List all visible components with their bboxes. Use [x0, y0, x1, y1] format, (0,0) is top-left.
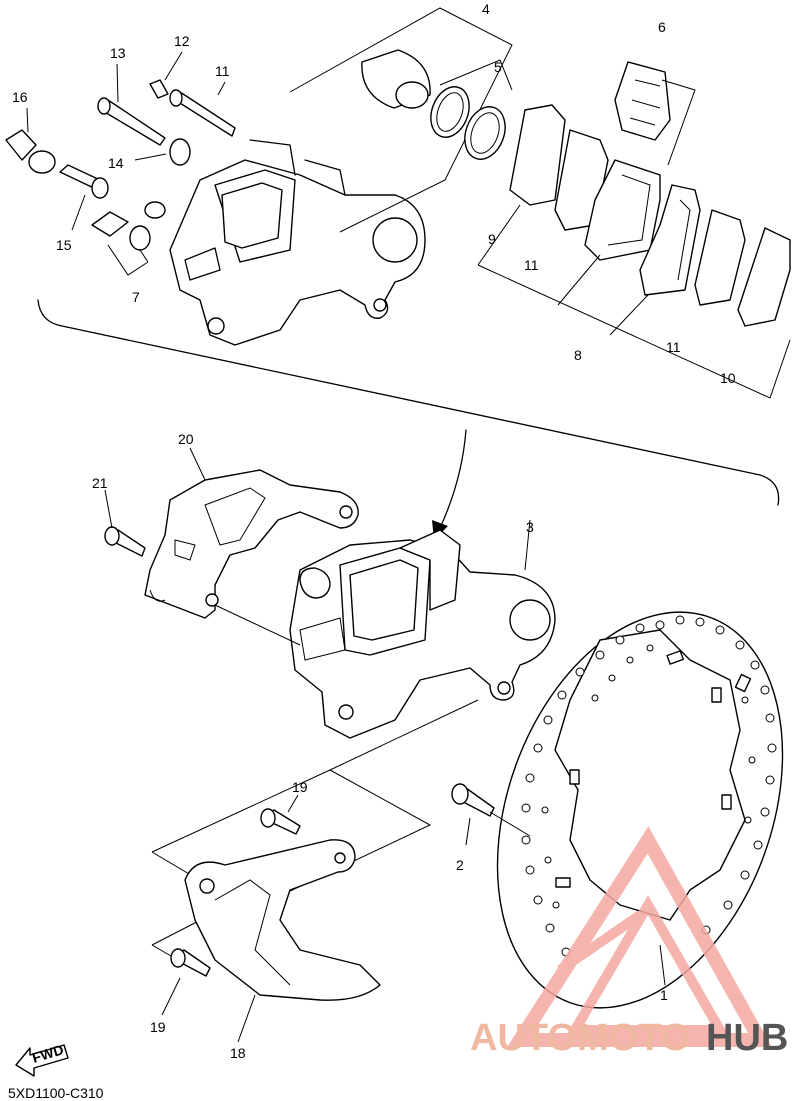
dust-seal [464, 106, 506, 160]
brake-disc [496, 611, 784, 1009]
bolt-19-upper [260, 808, 301, 835]
rear-caliper-assembly [289, 529, 556, 739]
disc-guard [184, 839, 381, 1001]
watermark-text-secondary: HUB [706, 1017, 788, 1059]
pad-support [614, 61, 671, 141]
diagram-code: 5XD1100-C310 [8, 1085, 104, 1101]
fwd-indicator: FWD [15, 1041, 69, 1077]
callout-15: 14 [108, 155, 124, 171]
pad-shim-9 [509, 104, 566, 206]
brake-pad-left [584, 159, 661, 261]
leader-pads [477, 204, 791, 399]
brake-pad-right [639, 184, 701, 296]
callout-4: 4 [482, 1, 490, 17]
leader-group-5 [439, 59, 513, 91]
upper-caliper [169, 139, 426, 346]
callout-18: 18 [230, 1045, 246, 1061]
callout-21: 21 [92, 475, 108, 491]
leader-group-4 [289, 7, 513, 233]
callout-12: 11 [215, 63, 230, 79]
callout-10: 10 [720, 370, 736, 386]
callout-5: 5 [494, 59, 502, 75]
piston [361, 49, 431, 109]
callout-19-upper: 19 [292, 779, 308, 795]
bolt-19-lower [170, 948, 211, 977]
callout-8: 8 [574, 347, 582, 363]
callout-16: 15 [56, 237, 72, 253]
plug-15 [169, 138, 191, 166]
bleed-screw-cap-13 [149, 79, 169, 99]
section-bracket [37, 299, 780, 506]
pad-pin-12 [169, 89, 236, 137]
callout-17: 16 [12, 89, 28, 105]
pad-shim-10 [737, 227, 791, 327]
callout-20: 20 [178, 431, 194, 447]
callout-14: 13 [110, 45, 126, 61]
pin-14 [97, 97, 166, 146]
callout-1: 1 [660, 987, 668, 1003]
callout-7: 7 [132, 289, 140, 305]
bolt-21 [104, 526, 146, 557]
callout-6: 6 [658, 19, 666, 35]
pad-11-right [694, 209, 746, 306]
callout-19-lower: 19 [150, 1019, 166, 1035]
callout-2: 2 [456, 857, 464, 873]
watermark-logo [507, 826, 772, 1047]
bush-17 [5, 129, 56, 174]
caliper-bracket [144, 469, 359, 619]
callout-3: 3 [526, 519, 534, 535]
disc-bolt-2 [451, 783, 495, 817]
bolt-16 [59, 164, 109, 199]
piston-seal [430, 86, 470, 138]
callout-11-right: 11 [666, 339, 681, 355]
callout-11-left: 11 [524, 257, 539, 273]
watermark-text-primary: AUTOMOTO [470, 1017, 690, 1059]
watermark-triangle-icon [507, 826, 772, 1047]
callout-13: 12 [174, 33, 190, 49]
callout-9: 9 [488, 231, 496, 247]
bleed-screw-7 [91, 201, 166, 251]
assembly-arrow [439, 429, 467, 529]
